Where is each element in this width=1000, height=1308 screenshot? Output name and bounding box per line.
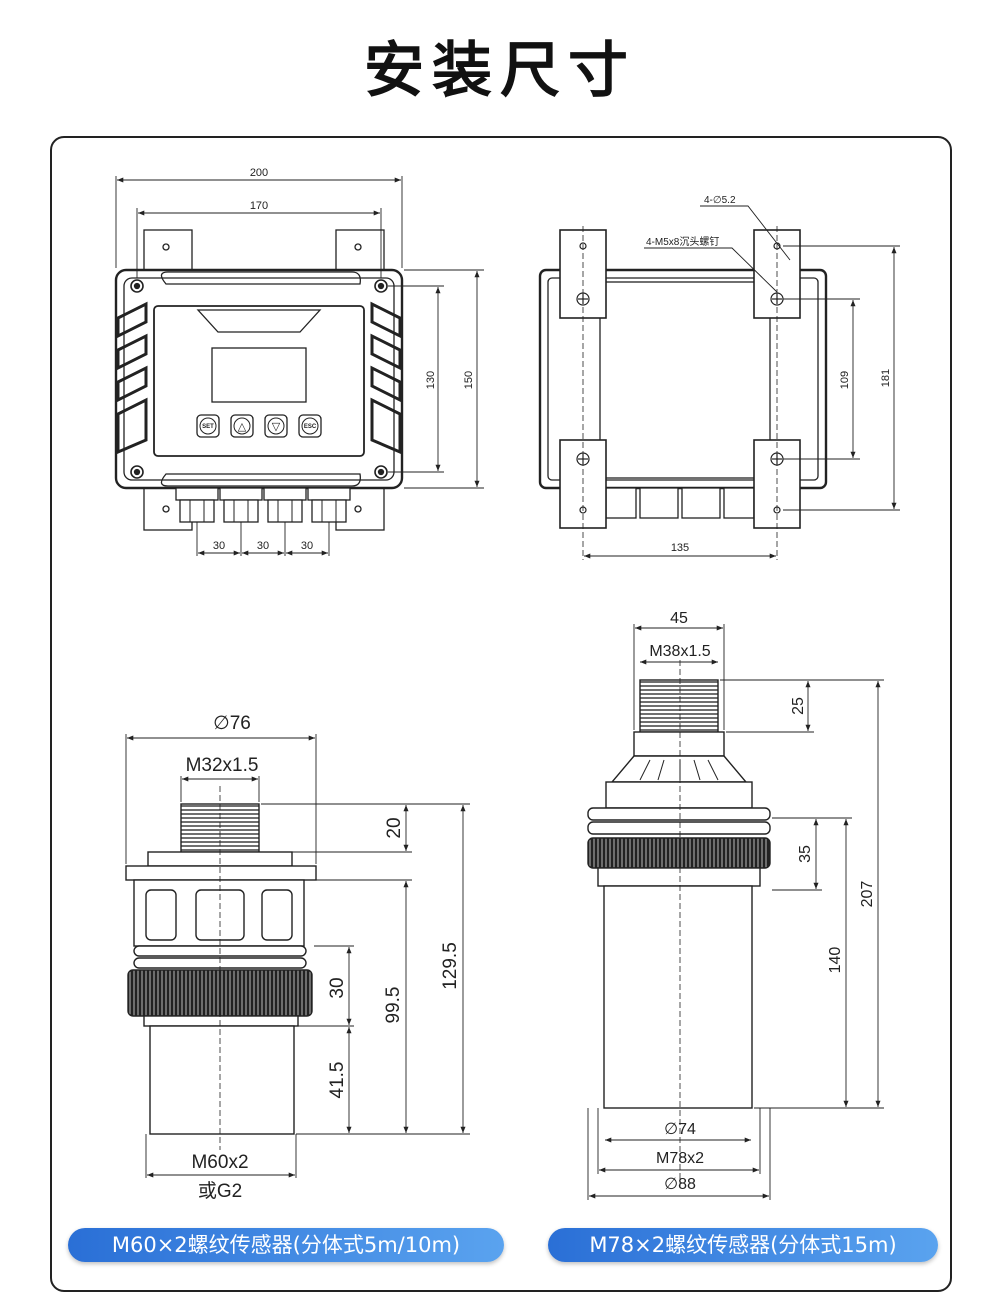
dim-bottom-41-5: 41.5	[327, 1062, 348, 1099]
page-title: 安装尺寸	[364, 36, 636, 106]
dim-thread-m32: M32x1.5	[186, 755, 259, 776]
esc-button-label: ESC	[304, 424, 317, 430]
controller-back-view	[538, 226, 828, 560]
sensor-small-drawing	[125, 786, 317, 1150]
dim-hole-spacing-135: 135	[671, 542, 689, 554]
dim-holes: 4-∅5.2	[704, 195, 736, 206]
dim-gland-3: 30	[301, 540, 313, 552]
dim-screws: 4-M5x8沉头螺钉	[646, 235, 719, 248]
dim-thread-m38: M38x1.5	[649, 643, 710, 660]
dim-total-207: 207	[859, 881, 876, 908]
controller-front-view	[114, 229, 404, 531]
down-button-label: ▽	[272, 421, 281, 433]
dim-nut-35: 35	[797, 845, 814, 863]
dim-width-170: 170	[250, 200, 268, 212]
dim-width-200: 200	[250, 167, 268, 179]
dim-overall-181: 181	[880, 369, 892, 387]
dim-height-150: 150	[463, 371, 475, 389]
dim-height-130: 130	[425, 371, 437, 389]
dim-diameter-76: ∅76	[213, 713, 251, 734]
dim-hole-spacing-109: 109	[839, 371, 851, 389]
controller-buttons: SET △ ▽ ESC	[199, 417, 319, 435]
dim-total-129-5: 129.5	[440, 942, 461, 990]
dim-width-45: 45	[670, 610, 688, 627]
dim-gland-1: 30	[213, 540, 225, 552]
dim-body-99-5: 99.5	[383, 987, 404, 1024]
dim-thread-m60: M60x2	[191, 1152, 248, 1173]
dim-thread-len-25: 25	[790, 697, 807, 715]
dim-nut-30: 30	[327, 977, 348, 998]
sensor-large-label: M78×2螺纹传感器(分体式15m)	[548, 1228, 938, 1262]
dim-alt-thread-g2: 或G2	[198, 1180, 242, 1202]
dim-thread-len-20: 20	[384, 817, 405, 838]
sensor-small-label: M60×2螺纹传感器(分体式5m/10m)	[68, 1228, 504, 1262]
dim-body-140: 140	[827, 947, 844, 974]
set-button-label: SET	[202, 424, 214, 430]
dim-thread-m78: M78x2	[656, 1150, 704, 1167]
sensor-large-drawing	[587, 660, 771, 1190]
dim-diameter-74: ∅74	[664, 1121, 696, 1138]
up-button-label: △	[238, 421, 247, 433]
dim-diameter-88: ∅88	[664, 1176, 696, 1193]
dim-gland-2: 30	[257, 540, 269, 552]
